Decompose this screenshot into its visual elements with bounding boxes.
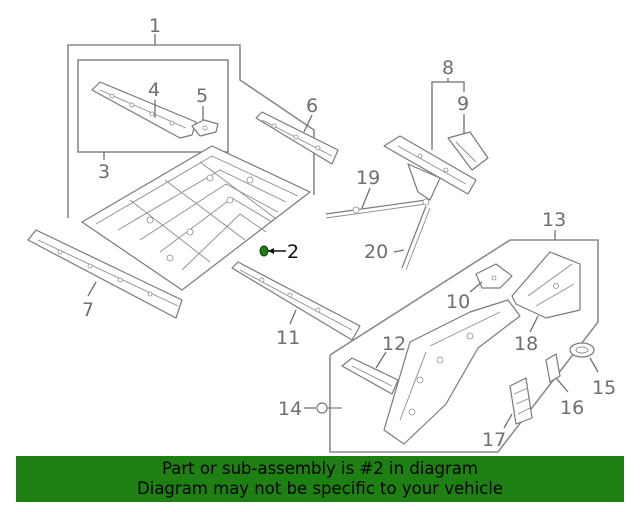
callout-6-leader (303, 114, 313, 133)
part-8-crossmember (383, 135, 477, 201)
callout-5: 5 (196, 85, 208, 107)
part-17-plate (509, 377, 533, 425)
part-10-bracket (475, 263, 513, 289)
parts-diagram: 1 2 3 4 5 6 7 8 9 10 11 12 13 14 15 16 1… (27, 15, 616, 453)
callout-17-leader (503, 413, 513, 429)
rear-rail (383, 299, 521, 445)
callout-16-leader (555, 377, 569, 393)
callout-17: 17 (482, 429, 506, 451)
callout-19: 19 (356, 167, 380, 189)
callout-16: 16 (560, 397, 584, 419)
callout-11: 11 (276, 327, 300, 349)
group-13-frame (329, 239, 599, 453)
floor-pan (81, 145, 311, 291)
callout-10: 10 (446, 291, 470, 313)
part-11-rocker (231, 261, 361, 341)
notice-banner: Part or sub-assembly is #2 in diagram Di… (16, 456, 624, 502)
part-9-bracket (447, 131, 489, 171)
part-14-bolt (316, 402, 342, 414)
banner-line-2: Diagram may not be specific to your vehi… (137, 479, 503, 498)
banner-line-1: Part or sub-assembly is #2 in diagram (162, 459, 478, 478)
callout-18-leader (529, 315, 539, 333)
callout-7: 7 (82, 299, 94, 321)
callout-11-leader (289, 309, 297, 325)
part-12-extension (341, 357, 399, 395)
callout-1: 1 (149, 15, 161, 37)
callout-10-leader (469, 281, 483, 293)
part-6-rail (255, 111, 339, 165)
callout-4: 4 (148, 79, 160, 101)
part-19-brace (325, 198, 430, 219)
part-20-brace (401, 205, 431, 271)
callout-15-leader (589, 357, 599, 373)
callout-20: 20 (364, 241, 388, 263)
callout-15: 15 (592, 377, 616, 399)
callout-3: 3 (98, 161, 110, 183)
part-15-cap (569, 342, 595, 358)
callout-7-leader (87, 281, 97, 297)
part-5-bracket (191, 119, 219, 137)
part-2-highlighted (259, 245, 286, 257)
part-16-bracket (545, 353, 561, 383)
callout-12: 12 (382, 333, 406, 355)
callout-18: 18 (514, 333, 538, 355)
callout-12-leader (375, 351, 387, 369)
callout-8: 8 (442, 57, 454, 79)
callout-14: 14 (278, 398, 302, 420)
callout-13: 13 (542, 209, 566, 231)
callout-19-leader (361, 187, 371, 209)
callout-9: 9 (457, 93, 469, 115)
part-7-sill (27, 229, 183, 319)
part-4-crossmember (91, 81, 197, 139)
part-18-rail (511, 251, 581, 319)
group-3-frame (77, 59, 229, 153)
callout-2: 2 (287, 241, 299, 263)
callout-6: 6 (306, 95, 318, 117)
callout-20-leader (393, 249, 405, 253)
